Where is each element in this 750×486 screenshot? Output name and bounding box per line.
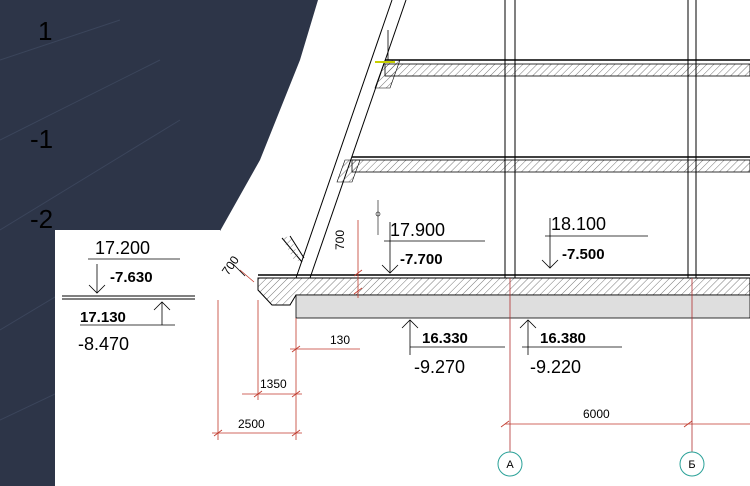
slide-label-minus-1: -1: [30, 124, 54, 154]
middle-slab: [351, 156, 750, 173]
mark-minus-7-500: -7.500: [562, 246, 605, 263]
dim-700-mid: 700: [333, 230, 347, 250]
mark-16-380: 16.380: [540, 330, 586, 347]
level-mark-left: [62, 258, 195, 326]
grid-axes: [509, 278, 693, 452]
axis-label-a: А: [506, 459, 514, 471]
mark-minus-9-270: -9.270: [414, 357, 465, 377]
mark-18-100: 18.100: [551, 214, 606, 234]
axis-marker-a: А: [497, 451, 523, 477]
mark-minus-7-700: -7.700: [400, 251, 443, 268]
mark-16-330: 16.330: [422, 330, 468, 347]
mark-17-130: 17.130: [80, 309, 126, 326]
level-mark-17900: [375, 200, 485, 274]
dim-6000: 6000: [583, 407, 610, 421]
main-slab: [257, 235, 750, 319]
axis-marker-b: Б: [679, 451, 705, 477]
dim-2500: 2500: [238, 417, 265, 431]
upper-slab: [384, 59, 750, 77]
level-mark-16330: [401, 319, 505, 355]
slide-label-1: 1: [38, 16, 53, 46]
level-mark-18100: [541, 218, 648, 269]
drawing-sheet: [195, 0, 750, 486]
dim-1350: 1350: [260, 377, 287, 391]
drawing-sheet-left: [55, 230, 220, 486]
mark-minus-9-220: -9.220: [530, 357, 581, 377]
column-a: [504, 0, 516, 278]
mark-minus-7-630: -7.630: [110, 269, 153, 286]
column-b: [687, 0, 697, 278]
mark-minus-8-470: -8.470: [78, 334, 129, 354]
dim-130: 130: [330, 333, 350, 347]
axis-label-b: Б: [688, 459, 695, 471]
level-mark-16380: [519, 319, 622, 355]
slide-label-minus-2: -2: [30, 204, 54, 234]
mark-17-200: 17.200: [95, 238, 150, 258]
mark-17-900: 17.900: [390, 220, 445, 240]
dimension-lines: [212, 220, 750, 440]
